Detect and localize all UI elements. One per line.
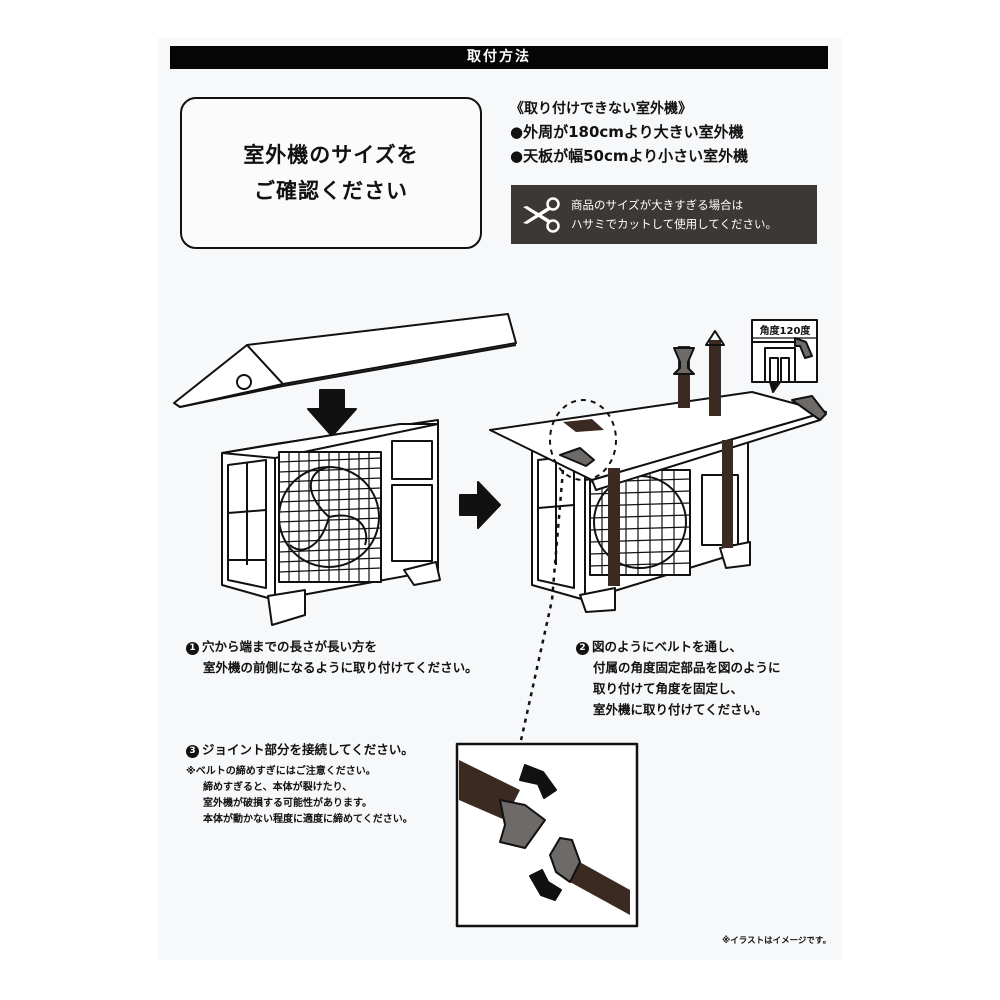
illustration-footnote: ※イラストはイメージです。 (722, 936, 832, 946)
cannot-install-item: ●天板が幅50cmより小さい室外機 (510, 147, 749, 165)
angle-callout (751, 319, 818, 393)
scissors-icon (511, 185, 571, 244)
caution-line-4: 本体が動かない程度に適度に締めてください。 (203, 814, 413, 825)
cover-illustration (173, 313, 517, 408)
step-2-line-2: 付属の角度固定部品を図のように (593, 660, 781, 675)
size-check-line-1: 室外機のサイズを (243, 143, 419, 167)
cut-notice-line-1: 商品のサイズが大きすぎる場合は (571, 197, 744, 212)
outdoor-unit-illustration-2 (489, 330, 827, 746)
caution-line-2: 締めすぎると、本体が裂けたり、 (203, 782, 353, 793)
step-2-line-4: 室外機に取り付けてください。 (593, 702, 768, 717)
cannot-install-list: 《取り付けできない室外機》 ●外周が180cmより大きい室外機 ●天板が幅50c… (510, 98, 748, 168)
outdoor-unit-illustration-1 (221, 419, 441, 626)
cut-notice: 商品のサイズが大きすぎる場合は ハサミでカットして使用してください。 (511, 185, 817, 244)
step-2-line-1: 図のようにベルトを通し、 (592, 639, 743, 654)
size-check-line-2: ご確認ください (254, 179, 408, 203)
step-2-line-3: 取り付けて角度を固定し、 (593, 681, 744, 696)
page-title: 取付方法 (170, 46, 828, 69)
step-1-line-1: 穴から端までの長さが長い方を (202, 639, 378, 654)
step-number-badge: 2 (576, 642, 589, 655)
down-arrow-icon (307, 389, 357, 437)
right-arrow-icon (459, 481, 501, 529)
buckle-illustration (455, 742, 639, 928)
caution-line-3: 室外機が破損する可能性があります。 (203, 798, 372, 809)
step-3-line-1: ジョイント部分を接続してください。 (202, 742, 414, 757)
cut-notice-line-2: ハサミでカットして使用してください。 (571, 216, 777, 231)
cannot-install-heading: 《取り付けできない室外機》 (510, 101, 692, 117)
step-number-badge: 3 (186, 745, 199, 758)
caution-note: ※ベルトの締めすぎにはご注意ください。 締めすぎると、本体が裂けたり、 室外機が… (186, 764, 413, 828)
cannot-install-item: ●外周が180cmより大きい室外機 (510, 123, 744, 141)
step-number-badge: 1 (186, 642, 199, 655)
angle-callout-label: 角度120度 (759, 326, 811, 337)
caution-line-1: ※ベルトの締めすぎにはご注意ください。 (186, 766, 376, 777)
size-check-box: 室外機のサイズを ご確認ください (180, 97, 482, 249)
step-1-line-2: 室外機の前側になるように取り付けてください。 (203, 660, 478, 675)
